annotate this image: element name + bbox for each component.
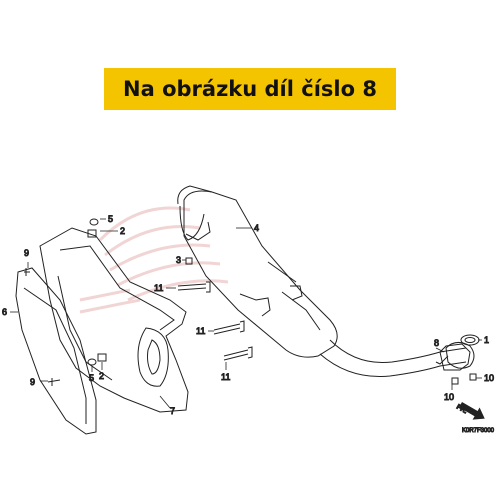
callout-2-top: 2 — [120, 226, 125, 236]
muffler-body-part-4 — [177, 185, 338, 358]
callout-5-top: 5 — [108, 214, 113, 224]
callout-8: 8 — [434, 338, 439, 348]
heat-shield-cover-part-6 — [15, 267, 97, 435]
front-direction-arrow-icon — [459, 402, 485, 420]
exhaust-joint-part-8 — [435, 342, 475, 369]
callout-10-bottom: 10 — [444, 392, 454, 402]
banner-text: Na obrázku díl číslo 8 — [123, 77, 377, 101]
callout-4: 4 — [254, 223, 259, 233]
collar-part-3 — [185, 257, 193, 265]
part-number-banner: Na obrázku díl číslo 8 — [104, 68, 396, 110]
callout-11-bottom: 11 — [221, 372, 230, 382]
callout-6: 6 — [2, 307, 7, 317]
callout-3: 3 — [176, 255, 181, 265]
bolt-part-11 — [177, 281, 253, 361]
washer-part-5 — [87, 218, 99, 366]
callout-10-right: 10 — [484, 373, 494, 383]
screw-part-9 — [24, 268, 61, 386]
callout-11-top: 11 — [154, 283, 163, 293]
callout-1: 1 — [484, 335, 489, 345]
callout-11-middle: 11 — [196, 326, 205, 336]
callout-2-bottom: 2 — [99, 371, 104, 381]
muffler-protector-part-7 — [39, 227, 189, 413]
callout-5-bottom: 5 — [89, 373, 94, 383]
wing-logo-watermark-icon — [79, 206, 229, 314]
leader-lines — [10, 218, 482, 409]
callout-9-top: 9 — [24, 248, 29, 258]
gasket-part-1 — [460, 334, 480, 346]
diagram-code: K0R7F3000 — [462, 428, 495, 434]
callout-7: 7 — [170, 406, 175, 416]
bolt-part-10 — [451, 373, 477, 385]
nut-part-2 — [87, 229, 107, 362]
callout-9-bottom: 9 — [30, 377, 35, 387]
